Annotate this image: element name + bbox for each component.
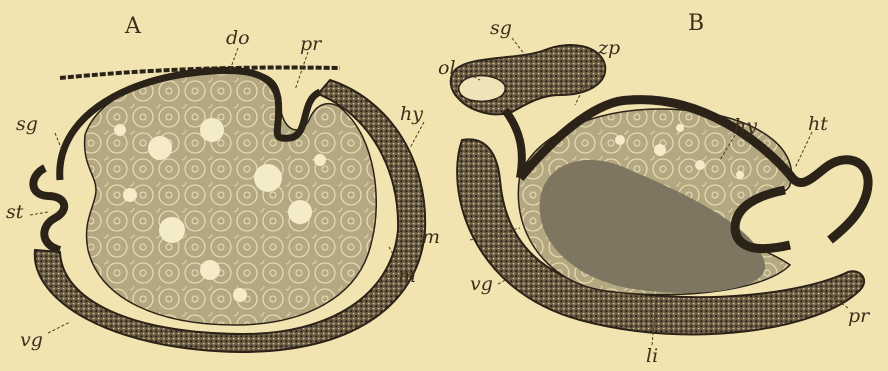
label-b-m: m xyxy=(422,226,440,248)
label-a-m: m xyxy=(398,265,416,287)
panel-a-stomodeum xyxy=(33,168,64,250)
label-b-ol: ol xyxy=(438,57,456,79)
label-a-do: do xyxy=(226,27,250,49)
panel-a-embryo xyxy=(33,67,425,352)
panel-b-neck xyxy=(505,110,522,178)
panel-b-optic-lobe xyxy=(459,76,506,102)
label-b-li: li xyxy=(646,345,658,367)
label-a-hy: hy xyxy=(400,103,423,125)
label-b-pr: pr xyxy=(848,305,871,327)
panel-b-embryo xyxy=(451,45,868,334)
label-a-st: st xyxy=(6,201,24,223)
label-b-vg: vg xyxy=(470,273,493,295)
label-b-ht: ht xyxy=(808,113,828,135)
label-a-sg: sg xyxy=(16,113,38,135)
label-a-pr: pr xyxy=(300,33,323,55)
panel-a-label: A xyxy=(124,14,142,39)
label-a-vg: vg xyxy=(20,329,43,351)
label-b-hy: hy xyxy=(734,115,757,137)
label-b-sg: sg xyxy=(490,17,512,39)
label-b-zp: zp xyxy=(597,37,620,59)
panel-b-label: B xyxy=(688,11,704,36)
